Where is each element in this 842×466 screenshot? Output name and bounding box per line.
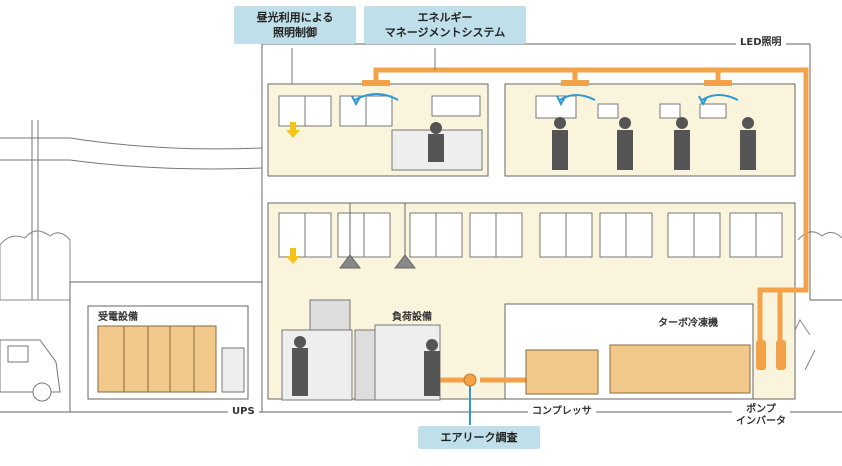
led-label: LED照明 <box>736 37 786 49</box>
windows-upper <box>278 95 727 127</box>
pump-label: ポンプ インバータ <box>732 404 790 428</box>
daylight-callout: 昼光利用による 照明制御 <box>234 6 356 44</box>
factory-workers <box>292 336 440 396</box>
pump-inverters <box>756 340 786 370</box>
windows-lower <box>278 212 783 258</box>
air-leak-callout: エアリーク調査 <box>418 426 540 449</box>
pendant-lamps <box>338 203 417 269</box>
airflow-arrow-icon <box>351 93 739 107</box>
building-outline <box>69 43 811 412</box>
compressor-equipment <box>525 344 751 395</box>
ups-label: UPS <box>228 406 259 418</box>
utility-pole <box>0 120 263 300</box>
control-room-workers <box>391 117 756 171</box>
load-label: 負荷設備 <box>392 312 432 323</box>
tree-left <box>0 230 71 301</box>
daylight-arrow-icon <box>286 122 300 264</box>
ems-callout: エネルギー マネージメントシステム <box>364 6 526 44</box>
substation-cabinets <box>97 325 245 393</box>
duct-units <box>362 80 732 86</box>
air-leak-point <box>463 373 477 387</box>
substation-label: 受電設備 <box>98 312 138 323</box>
compressor-label: コンプレッサ <box>528 406 596 418</box>
van <box>0 339 61 402</box>
turbo-label: ターボ冷凍機 <box>654 318 722 330</box>
